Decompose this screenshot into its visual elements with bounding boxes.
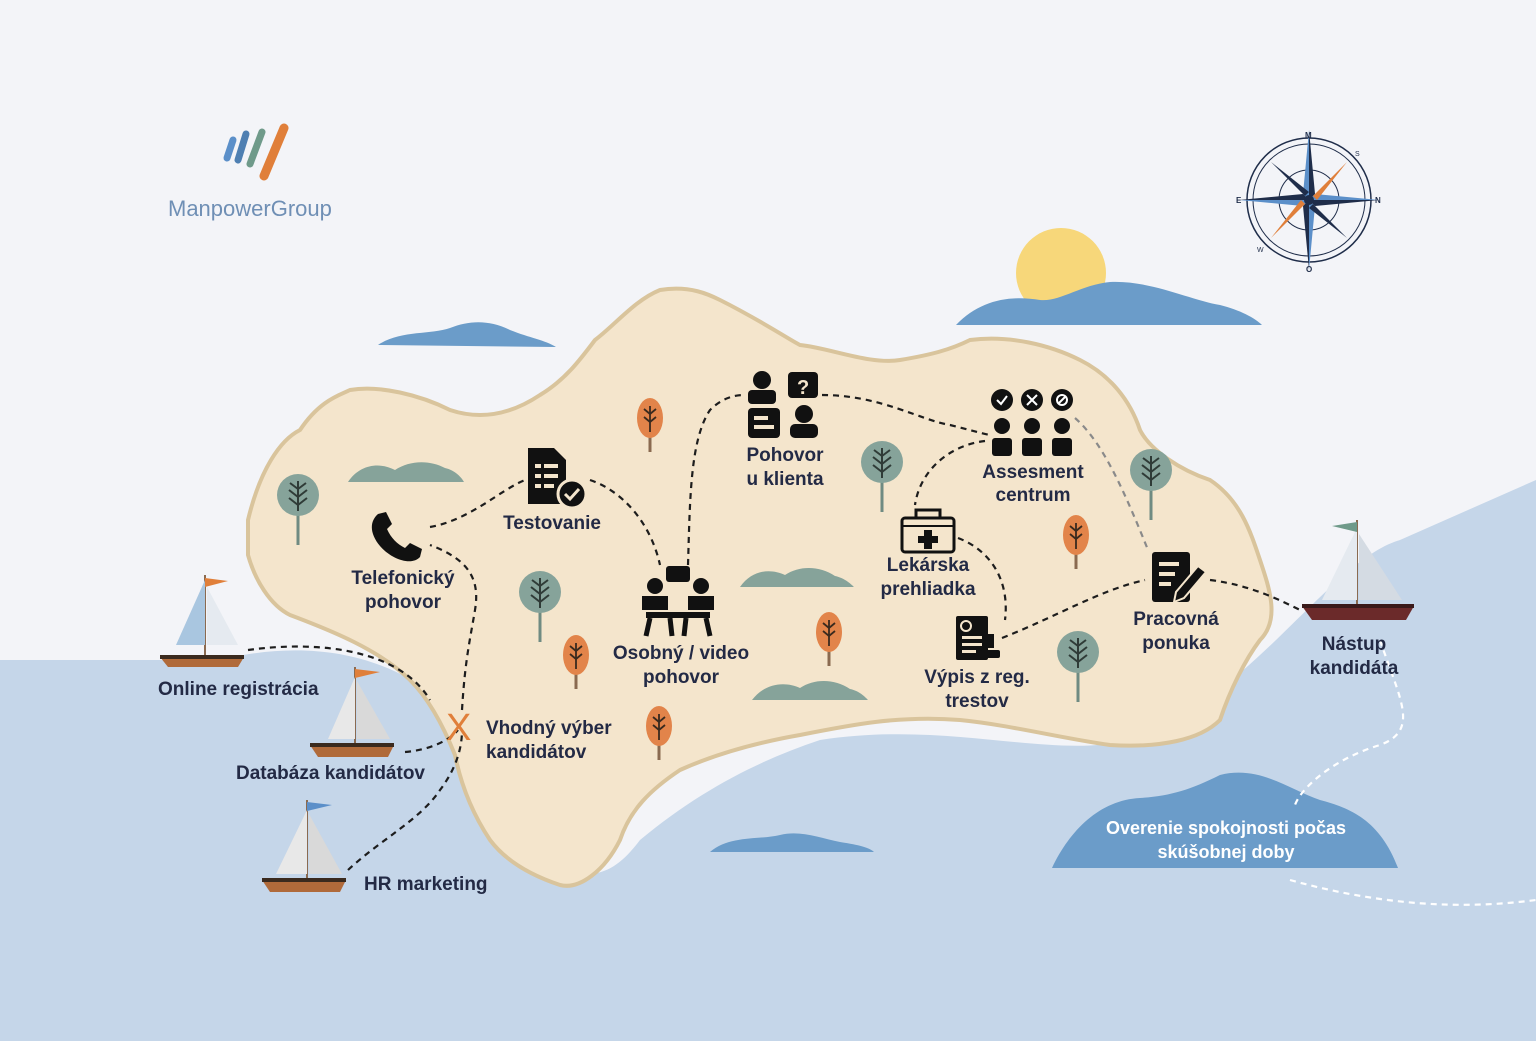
hill-right [956,281,1262,325]
labels: Online registrácia Databáza kandidátov H… [158,445,1399,895]
label-medical-1: Lekárska [887,555,970,576]
brand-name: ManpowerGroup [168,196,332,221]
criminal-record-icon [956,616,1000,660]
label-criminal-2: trestov [945,691,1009,712]
manpowergroup-logo: ManpowerGroup [168,123,332,221]
label-personal-2: pohovor [643,667,720,688]
label-medical-2: prehliadka [880,579,975,600]
compass-s: S [1355,151,1360,158]
client-interview-icon: ? [748,371,818,438]
label-onboarding-1: Nástup [1322,634,1386,655]
compass-m: M [1305,131,1312,140]
label-onboarding-2: kandidáta [1310,658,1399,679]
label-criminal-1: Výpis z reg. [924,667,1030,688]
compass-e: E [1236,196,1242,205]
label-client-1: Pohovor [746,445,824,466]
boat-online-registration [160,575,244,667]
land-mass [246,286,1274,888]
compass-icon: M O N E S W [1236,130,1381,274]
hill-left [378,322,556,347]
phone-icon [371,512,422,562]
label-personal-1: Osobný / video [613,643,749,664]
selection-marker: X [446,707,471,749]
assessment-icon [991,389,1073,456]
label-testing: Testovanie [503,513,601,534]
label-probation-1: Overenie spokojnosti počas [1106,818,1346,838]
label-candidate-database: Databáza kandidátov [236,763,425,784]
label-hr-marketing: HR marketing [364,874,488,895]
compass-n: N [1375,196,1381,205]
boat-candidate-database [310,667,394,757]
label-offer-2: ponuka [1142,633,1210,654]
island [1052,772,1398,868]
routes [247,393,1536,906]
job-offer-icon [1152,552,1208,604]
label-assessment-2: centrum [996,485,1071,506]
medical-kit-icon [900,508,956,554]
compass-o: O [1306,265,1312,274]
green-trees [277,441,1172,702]
label-assessment-1: Assesment [982,462,1084,483]
hill-sea [710,833,874,852]
label-selection-1: Vhodný výber [486,718,612,739]
compass-w: W [1257,247,1264,254]
label-probation-2: skúšobnej doby [1157,842,1294,862]
label-phone-1: Telefonický [351,568,455,589]
label-online-registration: Online registrácia [158,679,319,700]
test-document-icon [528,448,588,510]
boat-onboarding [1302,520,1414,620]
label-selection-2: kandidátov [486,742,587,763]
bushes [348,462,868,700]
meeting-icon [642,566,714,637]
orange-trees [563,398,1089,760]
label-client-2: u klienta [746,469,824,490]
label-phone-2: pohovor [365,592,442,613]
boat-hr-marketing [262,800,346,892]
sea [0,480,1536,1041]
svg-text:?: ? [797,377,809,399]
label-offer-1: Pracovná [1133,609,1219,630]
